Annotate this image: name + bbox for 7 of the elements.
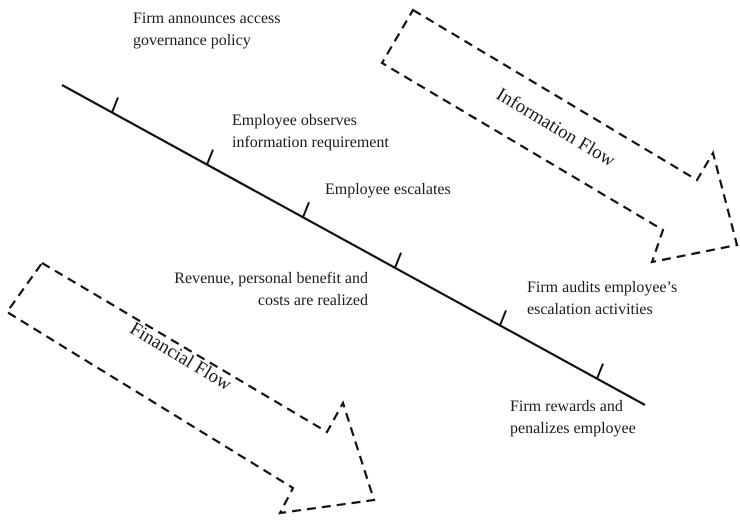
event-label: Firm announces access governance policy	[133, 9, 282, 51]
event-label: Employee observes information requirement	[232, 111, 390, 153]
event-label: Firm rewards and penalizes employee	[510, 397, 637, 439]
event-label: Revenue, personal benefit and costs are realized	[173, 269, 368, 311]
event-label: Employee escalates	[325, 180, 452, 200]
event-label: Firm audits employee’s escalation activities	[527, 278, 678, 320]
flow-arrow	[7, 263, 374, 513]
